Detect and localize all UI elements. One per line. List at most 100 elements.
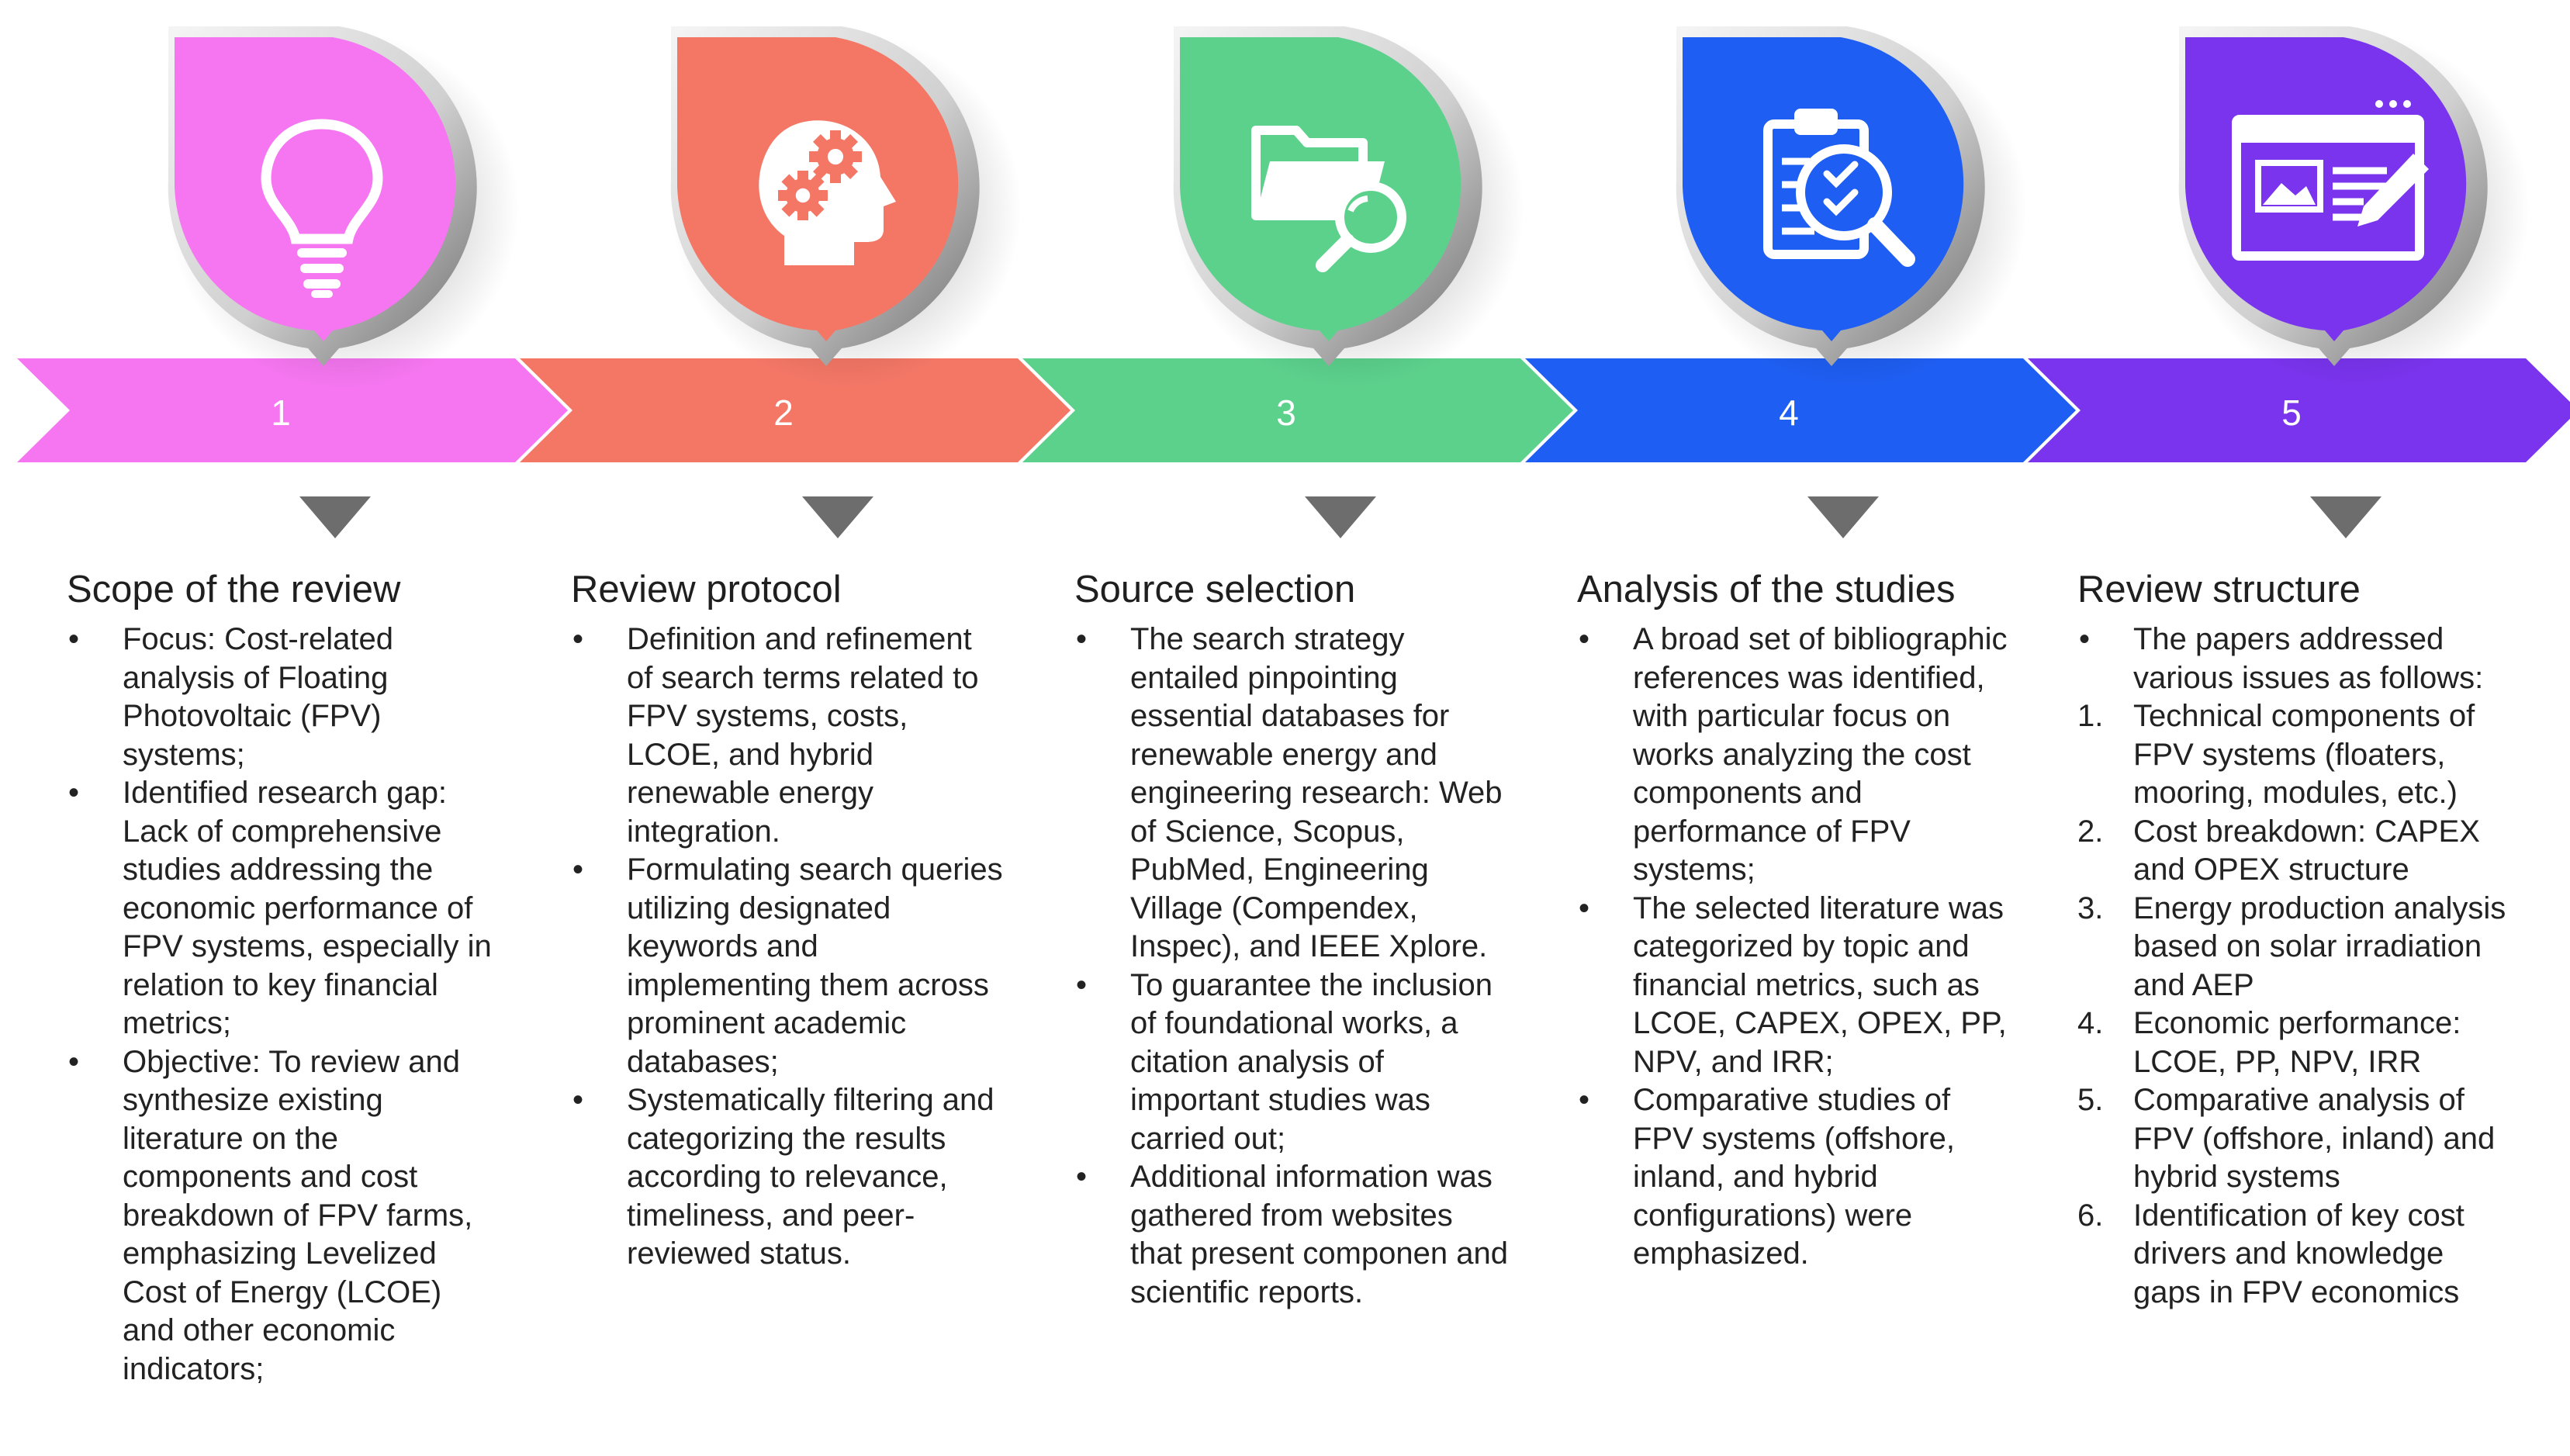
list-item-text: Focus: Cost-related analysis of Floating… [123, 622, 394, 772]
chevron-step-5 [2028, 358, 2570, 462]
list-item-text: Comparative studies of FPV systems (offs… [1633, 1083, 1955, 1271]
list-item: • Definition and refinement of search ter… [571, 621, 1005, 851]
list-item: • A broad set of bibliographic references… [1577, 621, 2011, 890]
step-2-list: • Definition and refinement of search ter… [571, 621, 1005, 1274]
step-5-description: Review structure • The papers addressed va… [2077, 566, 2512, 1312]
list-item-text: Energy production analysis based on sola… [2133, 891, 2506, 1002]
process-arrow-band: 1 2 3 4 5 [17, 358, 2570, 462]
pointer-triangle-5 [2310, 496, 2381, 538]
bullet-marker: • [572, 853, 584, 887]
list-item-text: Systematically filtering and categorizin… [627, 1083, 994, 1271]
list-item-text: Cost breakdown: CAPEX and OPEX structure [2133, 814, 2480, 887]
list-item: 4. Economic performance: LCOE, PP, NPV, I… [2077, 1005, 2512, 1081]
list-item-text: Definition and refinement of search term… [627, 622, 979, 849]
step-3-title: Source selection [1074, 569, 1356, 610]
list-item: • Objective: To review and synthesize exi… [67, 1043, 501, 1389]
number-marker: 3. [2077, 891, 2104, 925]
bullet-marker: • [68, 622, 80, 656]
list-item-text: A broad set of bibliographic references … [1633, 622, 2008, 887]
step-4-description: Analysis of the studies • A broad set of b… [1577, 566, 2011, 1274]
number-marker: 4. [2077, 1006, 2104, 1040]
list-item-text: Additional information was gathered from… [1130, 1160, 1509, 1309]
list-item-text: The selected literature was categorized … [1633, 891, 2007, 1079]
step-1-list: • Focus: Cost-related analysis of Floatin… [67, 621, 501, 1389]
list-item: • Additional information was gathered fro… [1074, 1158, 1509, 1312]
step-5-list: • The papers addressed various issues as … [2077, 621, 2512, 1312]
number-marker: 5. [2077, 1083, 2104, 1117]
number-marker: 1. [2077, 699, 2104, 733]
bullet-marker: • [1579, 1083, 1590, 1117]
clipboard-magnifier-icon [1763, 109, 1915, 267]
list-item: • Comparative studies of FPV systems (off… [1577, 1081, 2011, 1274]
bullet-marker: • [572, 1083, 584, 1117]
list-item: • Systematically filtering and categorizi… [571, 1081, 1005, 1274]
bullet-marker: • [1076, 967, 1088, 1002]
pointer-triangle-4 [1807, 496, 1879, 538]
bullet-marker: • [1076, 1160, 1088, 1194]
bullet-marker: • [2079, 622, 2091, 656]
folder-search-icon [1251, 126, 1406, 272]
list-item-text: Technical components of FPV systems (flo… [2133, 699, 2475, 810]
list-item: • Identified research gap: Lack of compre… [67, 774, 501, 1043]
list-item-text: The search strategy entailed pinpointing… [1130, 622, 1503, 963]
step-number-3: 3 [1276, 393, 1296, 433]
list-item: • To guarantee the inclusion of foundatio… [1074, 967, 1509, 1159]
step-4-title: Analysis of the studies [1577, 569, 1956, 610]
bullet-marker: • [68, 776, 80, 810]
browser-edit-icon [2232, 100, 2429, 261]
pointer-triangle-2 [802, 496, 873, 538]
bullet-marker: • [1579, 891, 1590, 925]
step-number-2: 2 [773, 393, 794, 433]
badge-step-4 [1676, 26, 2027, 388]
step-number-4: 4 [1779, 393, 1799, 433]
pointer-triangle-3 [1305, 496, 1376, 538]
step-number-5: 5 [2281, 393, 2302, 433]
list-item: • The search strategy entailed pinpointin… [1074, 621, 1509, 967]
chevron-step-2 [520, 358, 1071, 462]
list-item: 1. Technical components of FPV systems (f… [2077, 697, 2512, 813]
step-number-1: 1 [271, 393, 291, 433]
chevron-step-3 [1022, 358, 1573, 462]
bullet-marker: • [68, 1044, 80, 1079]
list-item-text: Formulating search queries utilizing des… [627, 853, 1003, 1079]
badge-step-2 [670, 26, 1022, 388]
list-item-text: Identification of key cost drivers and k… [2133, 1198, 2465, 1309]
list-item: 3. Energy production analysis based on so… [2077, 890, 2512, 1005]
step-3-list: • The search strategy entailed pinpointin… [1074, 621, 1509, 1312]
step-badges [168, 26, 2530, 388]
step-1-title: Scope of the review [67, 569, 401, 610]
chevron-step-4 [1525, 358, 2076, 462]
step-pointers [299, 496, 2381, 538]
chevron-step-1 [17, 358, 568, 462]
list-item: 2. Cost breakdown: CAPEX and OPEX structu… [2077, 813, 2512, 890]
head-gears-icon [759, 120, 896, 266]
step-1-description: Scope of the review • Focus: Cost-related … [67, 566, 501, 1389]
pointer-triangle-1 [299, 496, 371, 538]
step-3-description: Source selection • The search strategy ent… [1074, 566, 1509, 1312]
number-marker: 6. [2077, 1198, 2104, 1233]
list-item-text: Economic performance: LCOE, PP, NPV, IRR [2133, 1006, 2461, 1079]
bullet-marker: • [572, 622, 584, 656]
list-item: 5. Comparative analysis of FPV (offshore,… [2077, 1081, 2512, 1197]
badge-step-3 [1173, 26, 1524, 388]
list-item-text: Identified research gap: Lack of compreh… [123, 776, 492, 1040]
lightbulb-icon [261, 119, 383, 298]
list-item: 6. Identification of key cost drivers and… [2077, 1197, 2512, 1312]
number-marker: 2. [2077, 814, 2104, 849]
badge-step-1 [168, 26, 519, 388]
list-item-text: The papers addressed various issues as f… [2133, 622, 2484, 695]
step-2-title: Review protocol [571, 569, 842, 610]
bullet-marker: • [1579, 622, 1590, 656]
list-item: • The selected literature was categorized… [1577, 890, 2011, 1082]
list-item-text: Objective: To review and synthesize exis… [123, 1044, 473, 1386]
list-item: • Formulating search queries utilizing de… [571, 851, 1005, 1081]
bullet-marker: • [1076, 622, 1088, 656]
list-item-text: Comparative analysis of FPV (offshore, i… [2133, 1083, 2496, 1194]
step-2-description: Review protocol • Definition and refinemen… [571, 566, 1005, 1274]
step-5-title: Review structure [2077, 569, 2361, 610]
list-item: • Focus: Cost-related analysis of Floatin… [67, 621, 501, 774]
step-4-list: • A broad set of bibliographic references… [1577, 621, 2011, 1274]
list-item-text: To guarantee the inclusion of foundation… [1130, 967, 1493, 1156]
badge-step-5 [2178, 26, 2530, 388]
